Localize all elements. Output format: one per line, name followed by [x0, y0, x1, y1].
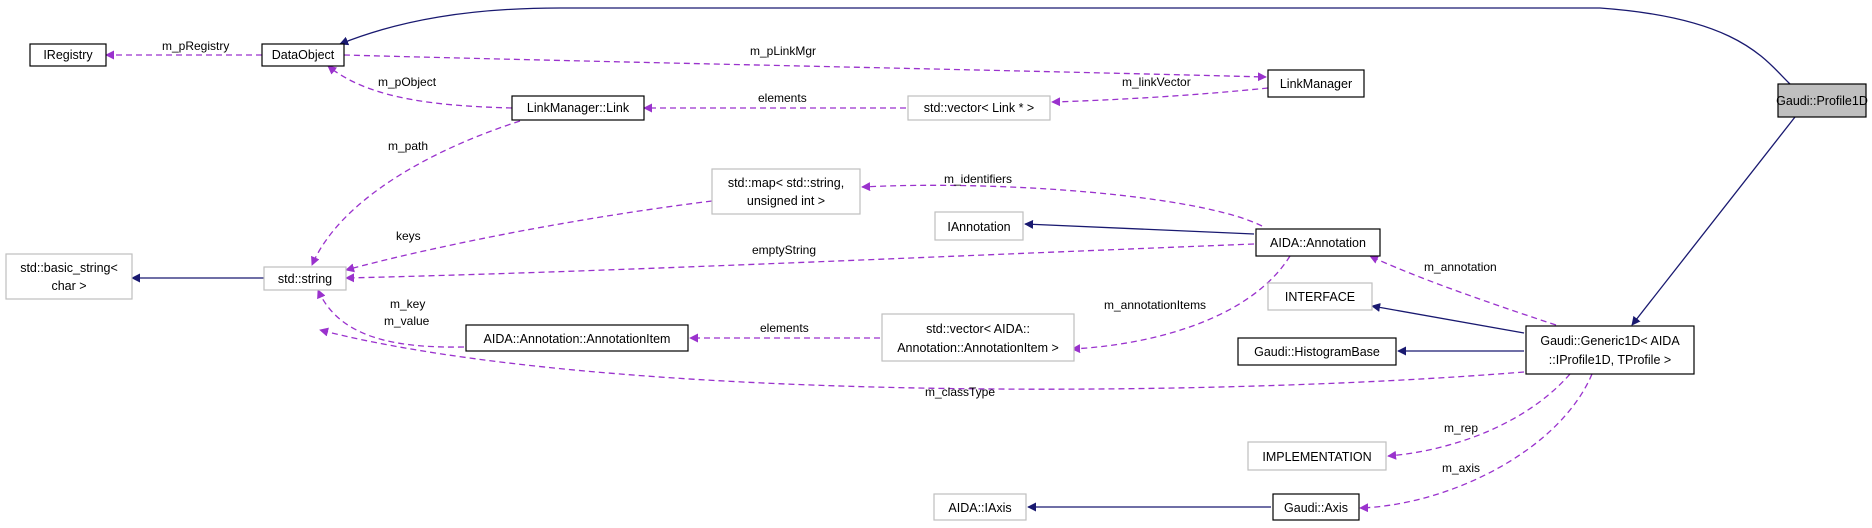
svg-text:INTERFACE: INTERFACE	[1285, 290, 1355, 304]
svg-text:IAnnotation: IAnnotation	[947, 220, 1010, 234]
svg-text:::IProfile1D, TProfile >: ::IProfile1D, TProfile >	[1549, 353, 1671, 367]
edge-label-m-annotationitems: m_annotationItems	[1104, 298, 1206, 312]
svg-text:DataObject: DataObject	[272, 48, 335, 62]
edge-aida-annotation-iannotation	[1024, 219, 1255, 235]
svg-text:std::vector< Link * >: std::vector< Link * >	[924, 101, 1034, 115]
svg-text:AIDA::Annotation::AnnotationIt: AIDA::Annotation::AnnotationItem	[484, 332, 671, 346]
edge-annotation-std-string	[345, 243, 1255, 283]
edge-link-dataobject	[327, 65, 513, 109]
node-gaudi-histogram-base[interactable]: Gaudi::HistogramBase	[1237, 337, 1397, 366]
node-interface[interactable]: INTERFACE	[1267, 282, 1373, 311]
node-dataobject[interactable]: DataObject	[261, 43, 345, 67]
svg-text:Gaudi::Profile1D: Gaudi::Profile1D	[1776, 94, 1868, 108]
edge-annotation-vector-item	[1071, 255, 1291, 354]
node-iregistry[interactable]: IRegistry	[29, 43, 107, 67]
edge-label-m-annotation: m_annotation	[1424, 260, 1497, 274]
edge-label-m-pregistry: m_pRegistry	[162, 39, 229, 53]
edge-linkmanager-vector-link	[1051, 87, 1269, 107]
node-linkmanager-link[interactable]: LinkManager::Link	[511, 95, 645, 121]
edge-annotation-item-std-string	[317, 289, 465, 348]
svg-text:std::vector< AIDA::: std::vector< AIDA::	[926, 322, 1030, 336]
svg-text:LinkManager::Link: LinkManager::Link	[527, 101, 630, 115]
edge-label-keys: keys	[396, 229, 421, 243]
svg-text:Gaudi::HistogramBase: Gaudi::HistogramBase	[1254, 345, 1380, 359]
node-std-vector-annotation-item[interactable]: std::vector< AIDA:: Annotation::Annotati…	[881, 313, 1075, 362]
svg-text:AIDA::Annotation: AIDA::Annotation	[1270, 236, 1366, 250]
node-gaudi-profile1d[interactable]: Gaudi::Profile1D	[1776, 83, 1868, 118]
edge-label-m-axis: m_axis	[1442, 461, 1480, 475]
edge-profile1d-generic1d	[1631, 116, 1796, 326]
edge-label-m-classtype: m_classType	[925, 385, 995, 399]
edge-label-emptystring: emptyString	[752, 243, 816, 257]
svg-text:LinkManager: LinkManager	[1280, 77, 1352, 91]
edge-generic1d-implementation	[1387, 373, 1571, 460]
edge-profile1d-dataobject	[339, 7, 1791, 85]
node-std-basic-string[interactable]: std::basic_string< char >	[5, 253, 133, 300]
svg-text:std::string: std::string	[278, 272, 332, 286]
edge-generic1d-annotation	[1369, 255, 1557, 326]
node-aida-annotation[interactable]: AIDA::Annotation	[1255, 228, 1381, 257]
svg-text:IMPLEMENTATION: IMPLEMENTATION	[1262, 450, 1371, 464]
edge-label-elements-item: elements	[760, 321, 809, 335]
edge-label-m-pobject: m_pObject	[378, 75, 437, 89]
node-gaudi-axis[interactable]: Gaudi::Axis	[1272, 493, 1360, 521]
node-iannotation[interactable]: IAnnotation	[934, 211, 1024, 241]
node-aida-iaxis[interactable]: AIDA::IAxis	[933, 493, 1027, 521]
edge-label-m-plinkmgr: m_pLinkMgr	[750, 44, 816, 58]
node-gaudi-generic1d[interactable]: Gaudi::Generic1D< AIDA ::IProfile1D, TPr…	[1525, 325, 1695, 375]
node-aida-annotation-item[interactable]: AIDA::Annotation::AnnotationItem	[465, 324, 689, 352]
edge-annotation-std-map	[861, 182, 1263, 227]
svg-text:IRegistry: IRegistry	[43, 48, 93, 62]
node-std-map[interactable]: std::map< std::string, unsigned int >	[711, 168, 861, 215]
edge-label-m-key: m_key	[390, 297, 425, 311]
edge-label-elements-link: elements	[758, 91, 807, 105]
edge-generic1d-interface	[1371, 302, 1525, 334]
edge-generic1d-gaudi-axis	[1359, 373, 1593, 513]
node-std-vector-link[interactable]: std::vector< Link * >	[907, 95, 1051, 121]
svg-text:Gaudi::Axis: Gaudi::Axis	[1284, 501, 1348, 515]
svg-text:std::basic_string<: std::basic_string<	[20, 261, 118, 275]
node-std-string[interactable]: std::string	[263, 266, 347, 291]
svg-text:unsigned int >: unsigned int >	[747, 194, 825, 208]
edge-label-m-path: m_path	[388, 139, 428, 153]
edge-std-map-std-string	[345, 200, 713, 273]
svg-text:char >: char >	[51, 279, 86, 293]
edge-link-std-string	[311, 120, 521, 266]
svg-text:Annotation::AnnotationItem >: Annotation::AnnotationItem >	[897, 341, 1059, 355]
svg-text:AIDA::IAxis: AIDA::IAxis	[948, 501, 1011, 515]
svg-text:std::map< std::string,: std::map< std::string,	[728, 176, 844, 190]
svg-text:Gaudi::Generic1D< AIDA: Gaudi::Generic1D< AIDA	[1540, 334, 1680, 348]
edge-label-m-linkvector: m_linkVector	[1122, 75, 1191, 89]
node-linkmanager[interactable]: LinkManager	[1267, 69, 1365, 98]
edge-label-m-identifiers: m_identifiers	[944, 172, 1012, 186]
node-implementation[interactable]: IMPLEMENTATION	[1247, 441, 1387, 471]
edge-dataobject-linkmanager	[343, 54, 1267, 82]
edge-label-m-value: m_value	[384, 314, 430, 328]
edge-generic1d-std-string	[319, 327, 1525, 390]
edge-label-m-rep: m_rep	[1444, 421, 1478, 435]
